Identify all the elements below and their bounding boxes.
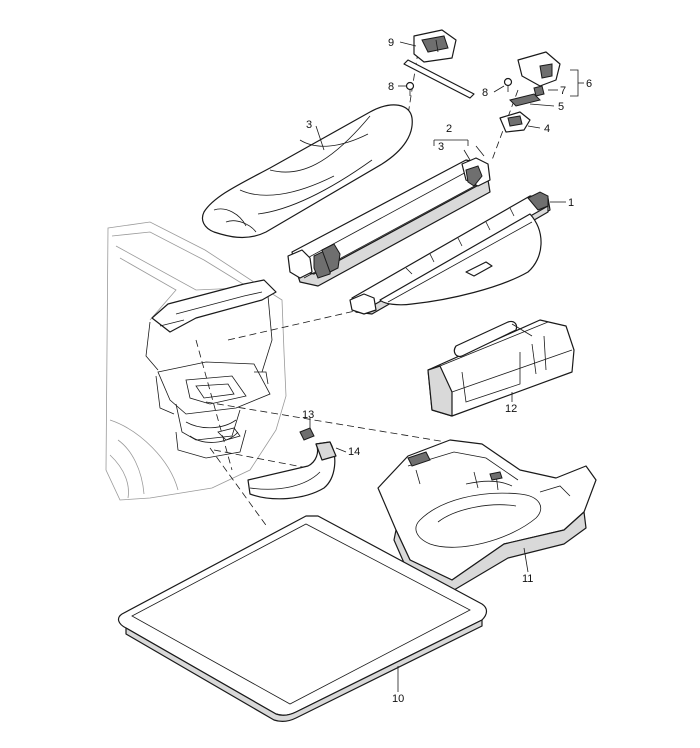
part-9-bracket <box>413 29 457 63</box>
part-4-holder <box>499 111 531 133</box>
callout-3-set: 3 <box>438 141 444 153</box>
callout-3-bag: 3 <box>306 119 312 131</box>
callout-5: 5 <box>558 101 564 113</box>
part-6-clip <box>517 51 561 87</box>
callout-9: 9 <box>388 37 394 49</box>
part-1-roller-cover <box>349 191 551 315</box>
callout-12: 12 <box>505 403 517 415</box>
part-3-bag <box>201 104 413 239</box>
vehicle-rear-outline <box>105 221 287 501</box>
part-14-curved-trim <box>247 441 337 500</box>
part-11-storage-tray <box>377 439 597 591</box>
callout-11: 11 <box>522 573 533 585</box>
part-13-clip <box>299 427 315 441</box>
callout-8-left: 8 <box>388 81 394 93</box>
part-5-plate <box>509 93 541 107</box>
part-12-storage-bag <box>427 319 575 417</box>
strip-under-9 <box>403 59 475 99</box>
callout-13: 13 <box>302 409 314 421</box>
leader-lines <box>309 41 584 692</box>
callout-10: 10 <box>392 693 404 705</box>
callout-8-right: 8 <box>482 87 488 99</box>
part-7-clip <box>533 85 545 97</box>
callout-2: 2 <box>446 123 452 135</box>
callout-7: 7 <box>560 85 566 97</box>
part-8-right-screw <box>503 77 513 92</box>
part-2-cassette <box>287 145 491 287</box>
callout-4: 4 <box>544 123 550 135</box>
callouts: 9 8 8 6 7 5 4 3 2 3 1 12 13 14 11 10 <box>302 37 592 705</box>
callout-14: 14 <box>348 446 360 458</box>
part-8-left-screw <box>405 81 415 96</box>
callout-6: 6 <box>586 78 592 90</box>
callout-1: 1 <box>568 197 574 209</box>
part-10-floor-mat <box>117 515 488 722</box>
assembly-dash-lines <box>195 51 519 529</box>
